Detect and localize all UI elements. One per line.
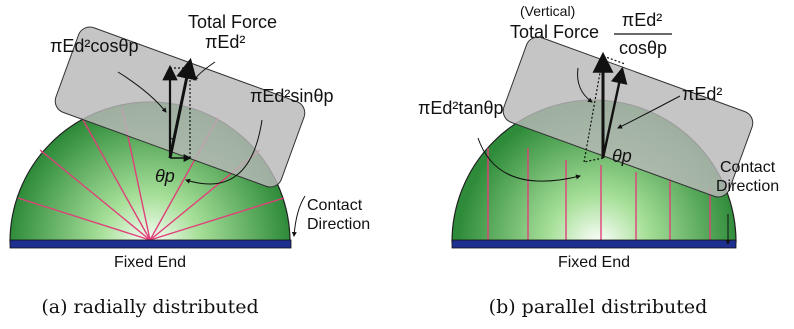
total-force-label-b: Total Force xyxy=(510,22,599,42)
fixed-end-label-b: Fixed End xyxy=(558,254,630,271)
angle-label-b: θp xyxy=(612,146,632,166)
panel-b: (Vertical) Total Force πEd² cosθp πEd² π… xyxy=(418,3,779,318)
total-pointer-b xyxy=(577,67,593,103)
caption-b: (b) parallel distributed xyxy=(489,296,708,318)
fixed-end-base-a xyxy=(9,239,292,249)
angle-label-a: θp xyxy=(155,166,175,186)
contact-label-b: Contact xyxy=(720,159,776,176)
parallel-force-lines-b xyxy=(487,148,711,240)
contact-direction-arrow-a xyxy=(291,195,306,237)
fraction-denominator-b: cosθp xyxy=(619,38,667,58)
contact-plate-b xyxy=(502,36,754,198)
sin-component-label-a: πEd²sinθp xyxy=(250,86,333,106)
component-dotted-box-a xyxy=(170,67,191,158)
fixed-end-base-b xyxy=(451,239,737,249)
total-pointer-a xyxy=(193,61,216,81)
vertical-label-b: (Vertical) xyxy=(520,3,575,19)
total-force-arrow-a xyxy=(168,57,197,159)
panel-a: Total Force πEd² πEd²cosθp πEd²sinθp θp … xyxy=(9,12,370,318)
fixed-end-label-a: Fixed End xyxy=(114,254,186,271)
tan-pointer-b xyxy=(477,137,581,182)
direction-label-a: Direction xyxy=(307,216,370,233)
fraction-numerator-b: πEd² xyxy=(622,10,662,30)
angle-arc-a xyxy=(169,137,175,141)
tan-component-line-b xyxy=(583,157,604,163)
direction-label-b: Direction xyxy=(716,178,779,195)
sin-pointer-a xyxy=(185,119,263,185)
caption-a: (a) radially distributed xyxy=(41,296,258,318)
force-arrow-b xyxy=(601,66,628,159)
tan-component-label-b: πEd²tanθp xyxy=(418,98,503,118)
total-force-value-a: πEd² xyxy=(205,32,245,52)
cos-pointer-a xyxy=(117,71,167,113)
cos-component-label-a: πEd²cosθp xyxy=(50,36,138,56)
contact-label-a: Contact xyxy=(307,197,363,214)
force-pointer-b xyxy=(617,95,681,129)
total-force-label-a: Total Force xyxy=(188,12,277,32)
force-label-b: πEd² xyxy=(682,84,722,104)
